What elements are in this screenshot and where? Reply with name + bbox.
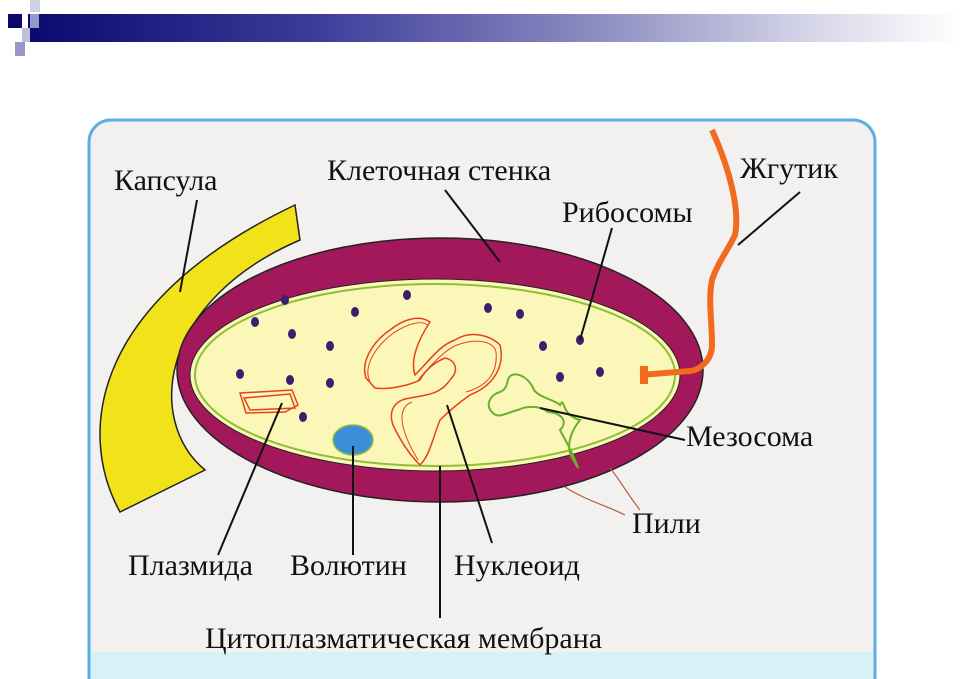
leader-ribosomes: [579, 227, 613, 341]
ribosome: [286, 375, 294, 385]
ribosome: [299, 412, 307, 422]
ribosome: [326, 378, 334, 388]
plasmid-shape: [239, 389, 299, 414]
mesosome-shape: [487, 373, 582, 469]
leader-plasmid: [217, 402, 283, 556]
label-flagellum: Жгутик: [740, 152, 838, 185]
pili-strand: [564, 486, 626, 516]
panel-bottom-strip: [91, 652, 873, 679]
ribosome: [236, 369, 244, 379]
ribosome: [251, 317, 259, 327]
label-mesosome: Мезосома: [686, 420, 813, 453]
ribosome: [403, 290, 411, 300]
decor-square: [8, 14, 22, 28]
decor-square: [30, 14, 39, 28]
label-membrane: Цитоплазматическая мембрана: [205, 622, 602, 655]
ribosome: [556, 372, 564, 382]
flagellum-shape: [639, 128, 740, 378]
capsule-shape: [99, 203, 301, 513]
leader-flagellum: [737, 191, 801, 246]
decor-square: [30, 0, 40, 12]
nucleoid-shape: [363, 317, 502, 467]
ribosome: [516, 309, 524, 319]
label-capsule: Капсула: [114, 164, 217, 197]
decor-square: [22, 28, 30, 42]
leader-nucleoid: [446, 404, 493, 544]
ribosome: [596, 367, 604, 377]
ribosome: [326, 341, 334, 351]
cytoplasm: [189, 278, 681, 472]
ribosomes: [236, 290, 604, 422]
ribosome: [484, 303, 492, 313]
label-nucleoid: Нуклеоид: [454, 549, 580, 582]
leader-capsule: [179, 199, 198, 293]
label-ribosomes: Рибосомы: [562, 196, 693, 229]
flagellum-hook: [640, 366, 648, 384]
decor-square: [15, 42, 25, 56]
pili-strand: [609, 467, 641, 511]
nucleoid-strand: [367, 322, 497, 461]
ribosome: [281, 295, 289, 305]
label-cell-wall: Клеточная стенка: [327, 154, 551, 187]
ribosome: [539, 341, 547, 351]
title-gradient-bar: [28, 14, 960, 42]
ribosome: [351, 307, 359, 317]
leader-cell-wall: [444, 189, 501, 263]
ribosome: [288, 329, 296, 339]
label-pili: Пили: [632, 507, 701, 540]
label-plasmid: Плазмида: [128, 549, 253, 582]
label-volutin: Волютин: [290, 549, 407, 582]
leader-mesosome: [539, 407, 686, 441]
